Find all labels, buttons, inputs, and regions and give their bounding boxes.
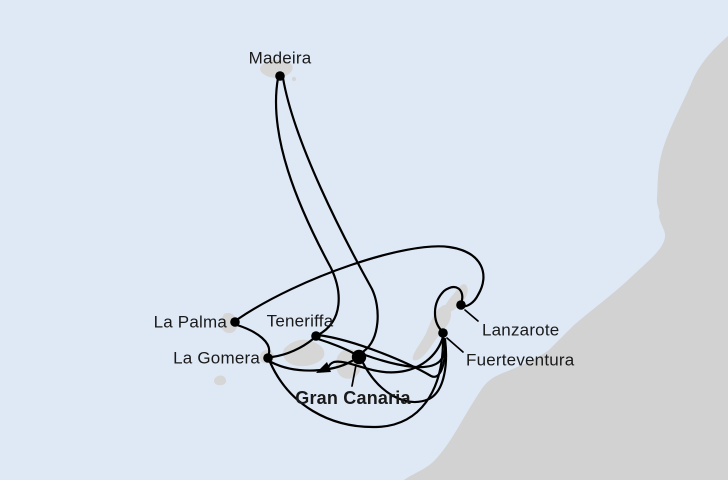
port-dot-gran-canaria: [351, 349, 367, 365]
leader-lanzarote: [464, 309, 479, 322]
landmass-layer: [214, 36, 728, 480]
port-label-la-palma: La Palma: [153, 312, 227, 332]
route-arrival-gran-canaria: [326, 335, 445, 374]
port-dot-madeira: [275, 71, 285, 81]
route-teneriffa-la-gomera: [270, 337, 315, 359]
route-la-gomera-gran-canaria: [269, 359, 354, 372]
route-madeira-gran-canaria: [281, 76, 379, 353]
island-desertas: [291, 76, 297, 82]
port-label-fuerteventura: Fuerteventura: [466, 350, 575, 370]
port-label-madeira: Madeira: [248, 48, 312, 68]
route-gran-canaria-fuerteventura-shallow: [363, 337, 447, 369]
port-label-la-gomera: La Gomera: [173, 348, 260, 368]
port-label-gran-canaria: Gran Canaria: [295, 388, 411, 408]
port-dot-la-palma: [230, 317, 240, 327]
island-tenerife: [282, 339, 325, 367]
route-teneriffa-fuerteventura: [316, 333, 447, 378]
route-fuerteventura-lanzarote-loop: [433, 286, 464, 332]
route-teneriffa-gran-canaria: [316, 337, 355, 355]
route-gran-canaria-fuerteventura-deep: [360, 337, 448, 404]
port-dot-teneriffa: [311, 331, 321, 341]
port-label-lanzarote: Lanzarote: [482, 320, 560, 340]
island-el-hierro: [214, 375, 227, 386]
route-la-gomera-fuerteventura-sweep: [268, 338, 445, 429]
route-layer: [235, 76, 485, 429]
port-marker-layer: [230, 71, 466, 365]
africa-coast: [404, 36, 728, 480]
island-madeira: [260, 59, 293, 78]
route-direction-arrow-icon: [316, 362, 331, 373]
port-label-teneriffa: Teneriffa: [266, 311, 334, 331]
port-dot-fuerteventura: [438, 328, 448, 338]
route-madeira-teneriffa: [274, 76, 340, 337]
port-dot-la-gomera: [263, 353, 273, 363]
route-la-palma-la-gomera: [235, 323, 271, 355]
island-fuerteventura: [412, 304, 451, 361]
leader-line-layer: [351, 309, 479, 387]
leader-fuerteventura: [446, 337, 464, 353]
leader-gran-canaria: [351, 364, 357, 387]
route-la-palma-lanzarote-arc: [236, 245, 485, 321]
port-dot-lanzarote: [456, 300, 466, 310]
